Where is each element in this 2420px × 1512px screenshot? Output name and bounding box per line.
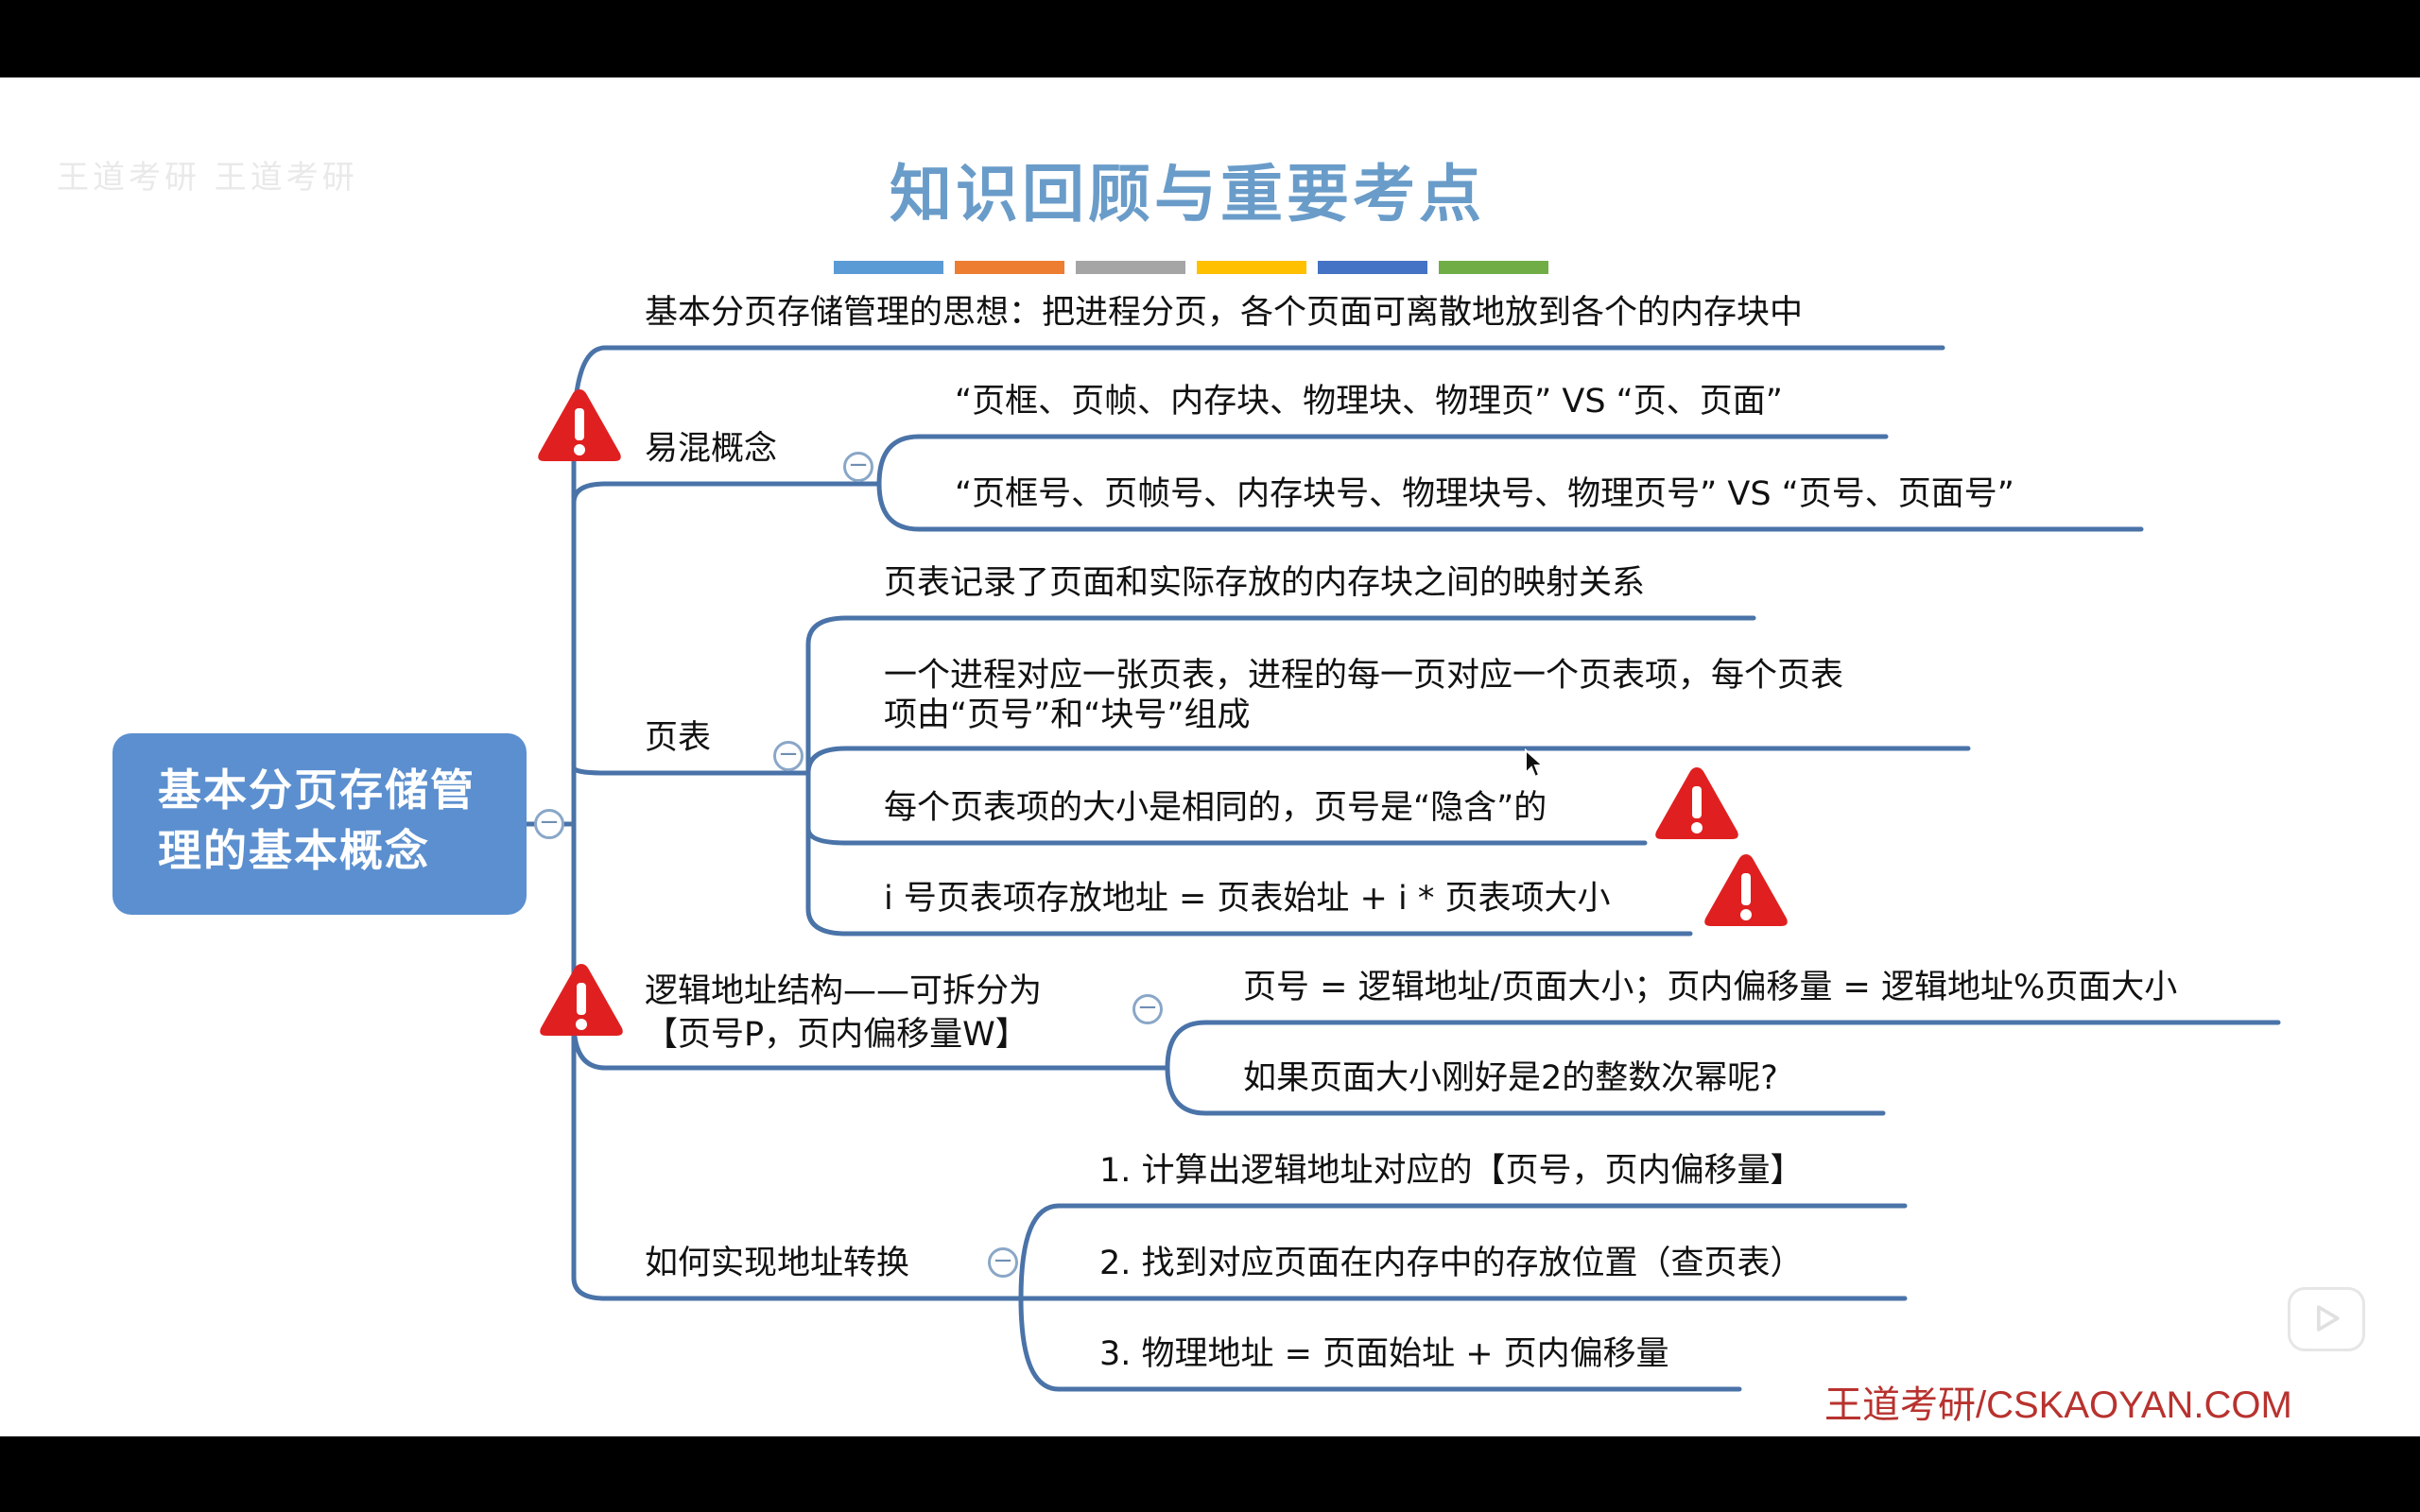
node-pagetable-item[interactable]: i 号页表项存放地址 = 页表始址 + i * 页表项大小 [884,880,1611,918]
color-bar-segment [1197,261,1306,274]
warning-triangle-icon [1655,767,1738,839]
node-confusing-item[interactable]: “页框、页帧、内存块、物理块、物理页” VS “页、页面” [955,383,1783,421]
node-translate-item[interactable]: 2. 找到对应页面在内存中的存放位置（查页表） [1099,1245,1804,1282]
node-confusing-item[interactable]: “页框号、页帧号、内存块号、物理块号、物理页号” VS “页号、页面号” [955,475,2014,513]
play-button[interactable] [2288,1287,2365,1351]
connector-translate-branch [1018,1296,1062,1392]
connector-confusing-branch [876,481,922,532]
color-bar-segment [1318,261,1427,274]
node-confusing[interactable]: 易混概念 [645,430,778,468]
warning-triangle-icon [1704,854,1788,926]
connector-logical-branch [1165,1020,1208,1071]
warning-triangle-icon [540,964,623,1036]
connector-logical-branch [1165,1065,1208,1116]
slide: 王道考研 王道考研 知识回顾与重要考点 [0,77,2420,1436]
page-title: 知识回顾与重要考点 [890,157,1485,231]
collapse-logical-button[interactable]: − [1132,994,1163,1024]
connector-pagetable-branch [805,770,849,936]
cursor-icon [1525,748,1545,779]
node-pagetable-item-line2[interactable]: 项由“页号”和“块号”组成 [884,696,1251,734]
collapse-root-button[interactable]: − [534,809,564,839]
node-logical-item[interactable]: 页号 = 逻辑地址/页面大小；页内偏移量 = 逻辑地址%页面大小 [1243,969,2178,1006]
connector-confusing-branch [876,434,922,487]
connector-spine [571,821,608,1301]
node-pagetable-item-line1[interactable]: 一个进程对应一张页表，进程的每一页对应一个页表项，每个页表 [884,657,1844,695]
node-idea[interactable]: 基本分页存储管理的思想：把进程分页，各个页面可离散地放到各个的内存块中 [645,294,1804,332]
color-bar-segment [1439,261,1548,274]
node-pagetable-item[interactable]: 页表记录了页面和实际存放的内存块之间的映射关系 [884,564,1646,602]
connector-translate-branch [1018,1203,1062,1301]
color-bar-segment [1076,261,1185,274]
color-bar-segment [955,261,1064,274]
root-node-line: 理的基本概念 [158,825,430,876]
warning-triangle-icon [538,389,621,461]
node-translate-item[interactable]: 1. 计算出逻辑地址对应的【页号，页内偏移量】 [1099,1152,1804,1190]
node-logical-item[interactable]: 如果页面大小刚好是2的整数次幂呢? [1243,1059,1778,1097]
connector-pagetable-branch [805,615,849,776]
mindmap-connectors [524,345,2281,1392]
node-translate-item[interactable]: 3. 物理地址 = 页面始址 + 页内偏移量 [1099,1335,1669,1373]
watermark: 王道考研/CSKAOYAN.COM [1824,1384,2292,1426]
connector-confusing [571,481,608,506]
collapse-pagetable-button[interactable]: − [773,741,804,771]
node-logical-line2[interactable]: 【页号P，页内偏移量W】 [645,1016,1028,1054]
node-pagetable-item[interactable]: 每个页表项的大小是相同的，页号是“隐含”的 [884,789,1547,827]
node-logical-line1[interactable]: 逻辑地址结构——可拆分为 [645,972,1043,1010]
color-bar-segment [834,261,943,274]
connector-pagetable-branch [805,770,849,846]
color-bar [834,261,1548,274]
node-pagetable[interactable]: 页表 [645,719,712,757]
connector-pagetable-branch [805,746,849,776]
root-node-line: 基本分页存储管 [158,765,475,816]
collapse-confusing-button[interactable]: − [843,452,873,482]
collapse-translate-button[interactable]: − [988,1247,1018,1278]
play-icon [2316,1305,2340,1332]
node-translate[interactable]: 如何实现地址转换 [645,1245,910,1282]
root-node[interactable]: 基本分页存储管 理的基本概念 [112,733,527,915]
connector-pagetable [571,765,608,776]
faint-header: 王道考研 王道考研 [57,159,358,197]
